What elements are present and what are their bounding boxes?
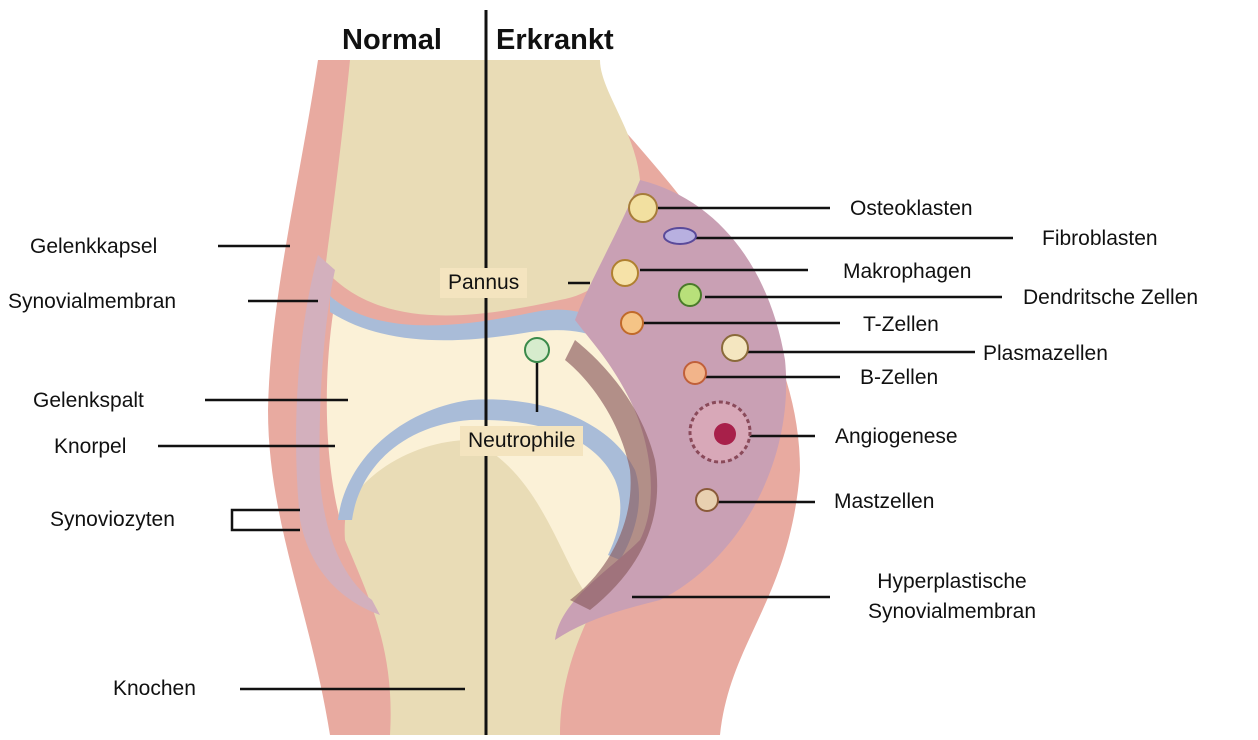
osteoclast-cell	[629, 194, 657, 222]
label-t-zellen: T-Zellen	[863, 313, 939, 337]
b-cell	[684, 362, 706, 384]
label-dendritsche-zellen: Dendritsche Zellen	[1023, 286, 1198, 310]
angiogenesis-core	[714, 423, 736, 445]
label-knochen: Knochen	[113, 677, 196, 701]
label-plasmazellen: Plasmazellen	[983, 342, 1108, 366]
label-synovialmembran: Synovialmembran	[8, 290, 176, 314]
label-gelenkkapsel: Gelenkkapsel	[30, 235, 157, 259]
label-gelenkspalt: Gelenkspalt	[33, 389, 144, 413]
title-erkrankt: Erkrankt	[496, 23, 614, 57]
label-angiogenese: Angiogenese	[835, 425, 958, 449]
label-fibroblasten: Fibroblasten	[1042, 227, 1158, 251]
label-hyperplastische-line2: Synovialmembran	[842, 600, 1062, 624]
tag-pannus: Pannus	[440, 268, 527, 298]
dendritic-cell	[679, 284, 701, 306]
label-hyperplastische-line1: Hyperplastische	[842, 570, 1062, 594]
macrophage-cell	[612, 260, 638, 286]
tag-neutrophile: Neutrophile	[460, 426, 583, 456]
title-normal: Normal	[342, 23, 442, 57]
label-knorpel: Knorpel	[54, 435, 126, 459]
label-b-zellen: B-Zellen	[860, 366, 938, 390]
label-osteoklasten: Osteoklasten	[850, 197, 973, 221]
mast-cell	[696, 489, 718, 511]
t-cell	[621, 312, 643, 334]
label-makrophagen: Makrophagen	[843, 260, 971, 284]
label-mastzellen: Mastzellen	[834, 490, 934, 514]
fibroblast-cell	[664, 228, 696, 244]
neutrophil-cell	[525, 338, 549, 362]
label-hyperplastische-synovialmembran: Hyperplastische Synovialmembran	[842, 570, 1062, 624]
label-synoviozyten: Synoviozyten	[50, 508, 175, 532]
plasma-cell	[722, 335, 748, 361]
